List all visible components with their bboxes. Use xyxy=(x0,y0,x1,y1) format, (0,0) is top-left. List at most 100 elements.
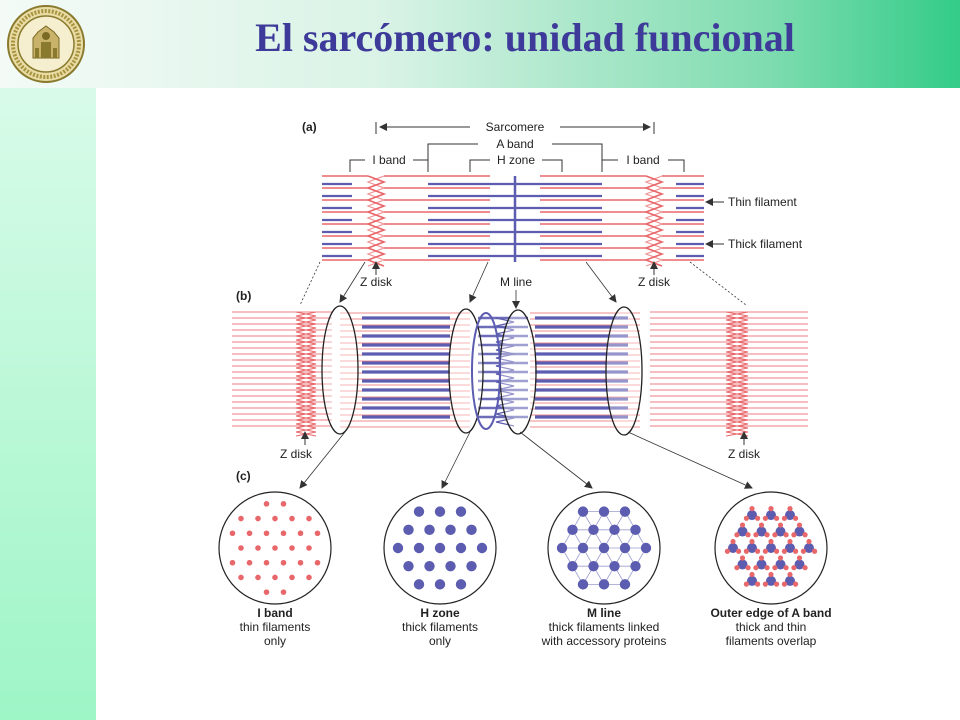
header-bar xyxy=(0,0,960,88)
thin-filament-dot xyxy=(263,501,270,507)
thin-filament-dot xyxy=(743,548,750,554)
slide-title: El sarcómero: unidad funcional xyxy=(255,15,795,60)
thin-filament-dot xyxy=(297,559,304,566)
thin-filament-dot xyxy=(314,559,321,566)
thin-filament-dot xyxy=(739,555,746,561)
thin-filament-dot xyxy=(811,548,818,554)
thick-filament-dot xyxy=(466,560,477,572)
thin-filament-dot xyxy=(777,522,784,528)
thick-filament-label: Thick filament xyxy=(728,237,803,251)
thick-filament-dot xyxy=(455,542,467,554)
thick-filament-dot xyxy=(747,543,757,553)
thin-filament-dot xyxy=(787,571,793,578)
thick-filament-dot xyxy=(598,506,610,517)
cs-mline-title: M line xyxy=(587,606,621,620)
thick-filament-dot xyxy=(728,543,738,553)
thin-filament-dot xyxy=(802,565,808,571)
thick-filament-dot xyxy=(588,524,599,536)
thin-filament-dot xyxy=(796,522,803,528)
cs-ibands-line1: thin filaments xyxy=(240,620,311,634)
thick-filament-dot xyxy=(455,506,467,517)
thin-filament-dot xyxy=(749,571,755,578)
sarcomere-filaments xyxy=(322,175,704,267)
thin-filament-dot xyxy=(781,581,788,587)
thin-filament-dot xyxy=(263,589,270,595)
panel-a-label: (a) xyxy=(302,120,317,134)
thin-filament-dot xyxy=(306,515,312,522)
thin-filament-dot xyxy=(724,548,731,554)
thick-filament-dot xyxy=(598,542,610,554)
thin-filament-dot xyxy=(768,506,774,512)
thin-filament-dot xyxy=(289,515,295,522)
thin-filament-dot xyxy=(272,545,278,551)
university-seal-logo xyxy=(7,5,85,83)
thick-filament-dot xyxy=(804,543,814,553)
thin-filament-dot xyxy=(758,555,765,561)
cross-sections xyxy=(218,491,828,605)
thick-filament-dot xyxy=(756,526,767,537)
section-disk xyxy=(448,308,484,434)
sarcomere-label: Sarcomere xyxy=(486,120,545,134)
thick-filament-dot xyxy=(775,559,786,570)
thin-filament-dot xyxy=(768,571,774,578)
thin-filament-dot xyxy=(754,581,761,587)
thin-filament-dot xyxy=(806,538,812,545)
thin-filament-dot xyxy=(297,530,304,537)
thin-filament-dot xyxy=(773,548,780,554)
thick-filament-dot xyxy=(630,524,641,536)
cs-hzone-title: H zone xyxy=(420,606,460,620)
thin-filament-dot xyxy=(229,530,236,537)
thin-filament-dot xyxy=(764,532,770,538)
thin-filament-dot xyxy=(783,565,789,571)
thick-filament-dot xyxy=(445,560,456,572)
thin-filament-dot xyxy=(800,548,807,554)
thick-filament-dot xyxy=(609,560,620,572)
cs-aband-edge-line1: thick and thin xyxy=(736,620,807,634)
thick-filament-dot xyxy=(619,579,631,590)
z-disk-b-left-label: Z disk xyxy=(280,447,313,461)
thick-filament-dot xyxy=(424,560,435,572)
thin-filament-dot xyxy=(787,506,793,512)
section-disk xyxy=(499,309,537,435)
cs-mline-line1: thick filaments linked xyxy=(549,620,660,634)
z-disk-lattice xyxy=(295,311,317,437)
thick-filament-dot xyxy=(413,506,425,517)
thin-filament-dot xyxy=(246,530,253,537)
thick-filament-dot xyxy=(556,542,568,554)
m-line-lattice xyxy=(495,317,515,427)
thick-filament-dot xyxy=(766,510,776,521)
thick-filament-dot xyxy=(794,559,805,570)
thick-filament-dot xyxy=(424,524,435,536)
thick-filament-dot xyxy=(609,524,620,536)
thick-filament-dot xyxy=(403,560,414,572)
thick-filament-dot xyxy=(598,579,610,590)
thick-filament-dot xyxy=(794,526,805,537)
thick-filament-dot xyxy=(756,559,767,570)
thick-filament-dot xyxy=(785,575,795,586)
thick-filament-dot xyxy=(630,560,641,572)
thin-filament-dot xyxy=(743,515,750,521)
thick-filament-dot xyxy=(413,542,425,554)
thin-filament-dot xyxy=(791,565,797,571)
thin-filament-dot xyxy=(796,555,803,561)
thin-filament-dot xyxy=(739,522,746,528)
thin-filament-dot xyxy=(758,522,765,528)
thick-filament-dot xyxy=(577,506,589,517)
thin-filament-dot xyxy=(764,565,770,571)
thick-filament-dot xyxy=(766,543,776,553)
thick-filament-dot xyxy=(640,542,652,554)
panel-b-label: (b) xyxy=(236,289,251,303)
thick-filament-dot xyxy=(567,524,578,536)
thick-filament-dot xyxy=(466,524,477,536)
z-disk-lattice xyxy=(725,311,749,437)
thick-filament-dot xyxy=(567,560,578,572)
thick-filament-dot xyxy=(619,542,631,554)
thin-filament-dot xyxy=(306,545,312,551)
thin-filament-dot xyxy=(255,545,261,551)
thin-filament-dot xyxy=(792,515,799,521)
thin-filament-dot xyxy=(762,515,769,521)
thin-filament-dot xyxy=(781,548,788,554)
thick-filament-dot xyxy=(445,524,456,536)
thick-filament-dot xyxy=(434,579,446,590)
